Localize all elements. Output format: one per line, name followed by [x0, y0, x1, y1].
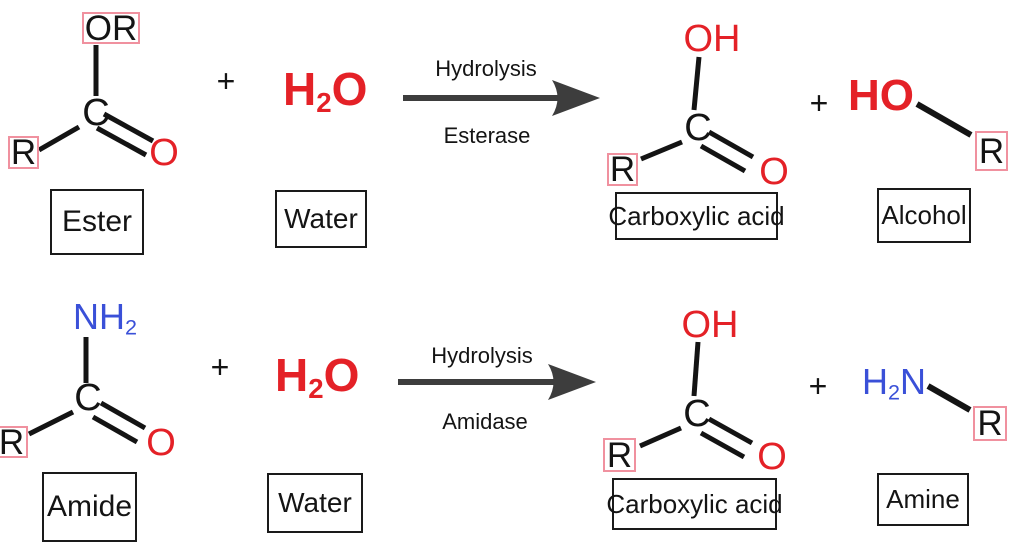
bottom-plus-left: + — [210, 349, 230, 385]
top-water-name-box: Water — [275, 190, 367, 248]
bottom-water-name-box: Water — [267, 473, 363, 533]
amide-oxygen-atom: O — [146, 422, 176, 464]
acid-top-oh-c-bond — [691, 56, 702, 111]
acid-top-oxygen-atom: O — [759, 151, 789, 193]
acid-bottom-r-group: R — [603, 435, 636, 475]
top-water-o: O — [331, 63, 368, 115]
acid-bottom-oxygen-atom: O — [757, 436, 787, 478]
top-arrow-label-top: Hydrolysis — [435, 56, 537, 81]
alcohol-ho-group: HO — [848, 71, 914, 120]
acid-top-c-r-bond — [640, 139, 683, 162]
acid-top-r-group: R — [607, 150, 638, 189]
acid-top-double-bond-2 — [699, 143, 747, 174]
acid-bottom-c-r-bond — [638, 425, 683, 449]
amide-nh: NH — [73, 296, 125, 337]
amine-h2n-group: H2N — [862, 364, 926, 403]
amine-name-label: Amine — [886, 484, 960, 514]
ester-c-r-bond — [37, 124, 81, 153]
ester-r-group: R — [8, 133, 39, 172]
bottom-water-name-label: Water — [278, 487, 352, 518]
amine-r-group: R — [973, 406, 1007, 441]
acid-bottom-carbon-atom: C — [683, 393, 711, 435]
acid-bottom-r-label: R — [606, 435, 633, 475]
amide-name-box: Amide — [42, 472, 137, 542]
amide-r-group: R — [0, 422, 28, 462]
acid-top-name-label: Carboxylic acid — [608, 200, 785, 231]
amine-subscript: 2 — [888, 379, 901, 405]
alcohol-r-label: R — [978, 131, 1005, 171]
amide-carbon-atom: C — [74, 377, 102, 419]
bottom-plus-right: + — [808, 368, 828, 404]
ester-name-box: Ester — [50, 189, 144, 255]
acid-top-name-box: Carboxylic acid — [608, 192, 785, 240]
amine-h: H — [862, 361, 888, 402]
acid-top-double-bond-1 — [707, 129, 755, 160]
alcohol-r-group: R — [975, 131, 1008, 171]
acid-top-carbon-atom: C — [684, 107, 712, 149]
acid-top-r-label: R — [609, 150, 636, 189]
ester-oxygen-atom: O — [149, 132, 179, 174]
ester-name-label: Ester — [61, 205, 133, 238]
alcohol-name-label: Alcohol — [881, 200, 967, 230]
top-water-formula: H2O — [283, 66, 367, 116]
top-plus-left: + — [216, 63, 236, 99]
ester-or-label: OR — [84, 8, 138, 48]
amide-double-bond-1 — [99, 400, 147, 431]
acid-bottom-oh-c-bond — [691, 341, 701, 397]
top-water-name-label: Water — [284, 203, 358, 234]
alcohol-name-box: Alcohol — [877, 188, 971, 243]
acid-bottom-oh-group: OH — [681, 304, 739, 346]
bottom-arrow-label-bottom: Amidase — [442, 409, 528, 434]
acid-bottom-name-label: Carboxylic acid — [606, 488, 783, 519]
amine-n-r-bond — [926, 383, 972, 413]
amide-nh2-group: NH2 — [73, 299, 137, 338]
amide-subscript: 2 — [125, 314, 138, 340]
ester-r-label: R — [10, 133, 37, 172]
acid-top-oh-group: OH — [683, 18, 741, 60]
top-arrow-label-bottom: Esterase — [443, 123, 531, 148]
bottom-water-h: H — [275, 349, 309, 401]
bottom-water-o: O — [323, 349, 360, 401]
top-plus-right: + — [809, 85, 829, 121]
ester-or-group: OR — [82, 8, 140, 48]
bottom-arrow-label-top: Hydrolysis — [431, 343, 533, 368]
ester-double-bond-1 — [102, 111, 155, 144]
bottom-water-formula: H2O — [275, 352, 359, 402]
amine-r-label: R — [977, 404, 1003, 443]
amide-name-label: Amide — [46, 490, 133, 523]
acid-bottom-double-bond-1 — [707, 416, 754, 446]
bottom-arrow-head — [548, 364, 596, 400]
amine-n: N — [900, 361, 927, 402]
top-water-subscript: 2 — [316, 86, 332, 118]
acid-bottom-name-box: Carboxylic acid — [606, 478, 783, 530]
ester-carbon-atom: C — [82, 92, 110, 134]
top-water-h: H — [283, 63, 317, 115]
top-arrow-head — [552, 80, 600, 116]
acid-bottom-double-bond-2 — [699, 430, 746, 460]
amine-name-box: Amine — [877, 473, 969, 526]
amide-c-r-bond — [27, 409, 75, 437]
amide-r-label: R — [0, 422, 25, 462]
alcohol-ho-r-bond — [915, 101, 973, 138]
amide-double-bond-2 — [91, 414, 139, 445]
bottom-water-subscript: 2 — [308, 372, 324, 404]
